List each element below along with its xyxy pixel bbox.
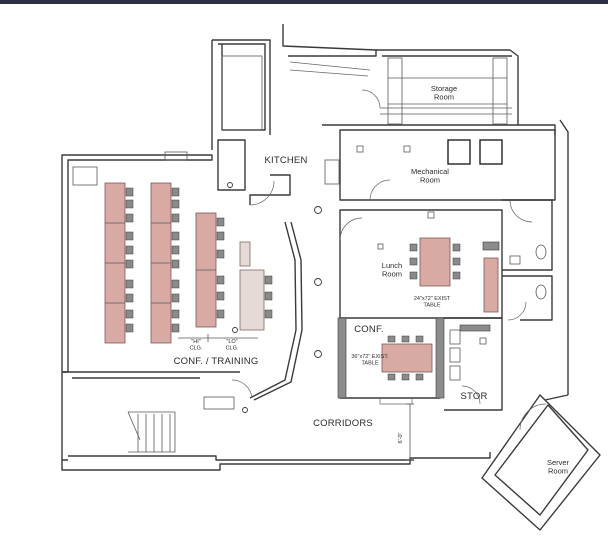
header-band (0, 0, 608, 4)
stairs (127, 411, 176, 453)
conf-training-label: CONF. / TRAINING (174, 356, 259, 367)
hi-ceiling-label: "HI"CLG. (190, 339, 203, 351)
kitchen-area (217, 139, 340, 206)
exterior-walls (61, 24, 601, 531)
storage-room (221, 55, 512, 131)
stor-label: STOR (460, 391, 487, 402)
lo-ceiling-label: "LO"CLG. (226, 339, 239, 351)
stor-room (444, 317, 503, 411)
lunch-table (419, 237, 451, 287)
conf-label: CONF. (354, 324, 384, 335)
training-glass-wall (231, 221, 303, 401)
conf-table-label: 36"x72" EXIST.TABLE (351, 354, 389, 366)
mechanical-room (339, 129, 556, 223)
restrooms (502, 199, 553, 321)
conf-table (381, 343, 433, 373)
kitchen-label: KITCHEN (264, 155, 307, 166)
training-tables (72, 151, 273, 410)
corridor-dimension (406, 403, 414, 461)
corridors-label: CORRIDORS (313, 418, 373, 429)
lunch-room (339, 209, 503, 319)
small-conference (337, 317, 445, 405)
columns (227, 182, 322, 413)
server-room-door (519, 403, 547, 431)
dimension-label: 6'-0" (398, 432, 404, 443)
